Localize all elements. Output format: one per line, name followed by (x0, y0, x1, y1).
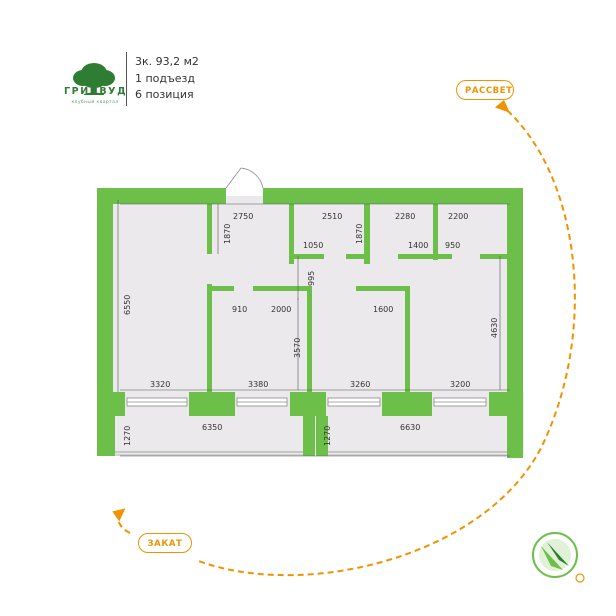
dim-2280: 2280 (395, 212, 415, 221)
dim-1270-b: 1270 (323, 426, 332, 446)
windows (126, 397, 487, 407)
dim-1400: 1400 (408, 241, 428, 250)
dimension-lines (117, 200, 510, 457)
dimension-labels: 2750 2510 2280 2200 1870 1870 1050 1400 … (123, 212, 499, 446)
dim-3200: 3200 (450, 380, 470, 389)
dim-950: 950 (445, 241, 460, 250)
dim-3380: 3380 (248, 380, 268, 389)
dim-910: 910 (232, 305, 247, 314)
dim-1600: 1600 (373, 305, 393, 314)
compass-icon (532, 532, 585, 583)
sunset-badge: ЗАКАТ (138, 533, 192, 553)
dim-4630: 4630 (490, 318, 499, 338)
sun-arrows (112, 100, 510, 522)
dim-1050: 1050 (303, 241, 323, 250)
apartment-entrance: 1 подъезд (135, 71, 196, 85)
apartment-info: 3к. 93,2 м2 1 подъезд 6 позиция (135, 54, 199, 104)
dim-995: 995 (307, 271, 316, 286)
dim-2000: 2000 (271, 305, 291, 314)
entrance-door (225, 167, 264, 189)
dim-6630: 6630 (400, 423, 420, 432)
dim-3260: 3260 (350, 380, 370, 389)
dim-6350: 6350 (202, 423, 222, 432)
interior-walls (207, 204, 507, 392)
exterior-walls (97, 188, 523, 458)
dim-1870-b: 1870 (355, 224, 364, 244)
apartment-position: 6 позиция (135, 88, 194, 101)
header-divider (126, 52, 127, 106)
dim-2200: 2200 (448, 212, 468, 221)
dim-1870-a: 1870 (223, 224, 232, 244)
sunrise-badge: РАССВЕТ (456, 80, 514, 100)
brand-subtitle: клубный квартал (71, 100, 119, 105)
dim-3570: 3570 (293, 338, 302, 358)
tree-logo-icon (73, 63, 115, 95)
brand-name: ГРИНВУД (64, 86, 128, 97)
dim-6550: 6550 (123, 295, 132, 315)
apartment-area: 3к. 93,2 м2 (135, 55, 199, 68)
dim-1270-a: 1270 (123, 426, 132, 446)
dim-2750: 2750 (233, 212, 253, 221)
dim-2510: 2510 (322, 212, 342, 221)
balcony-glazing (115, 451, 507, 456)
dim-3320: 3320 (150, 380, 170, 389)
